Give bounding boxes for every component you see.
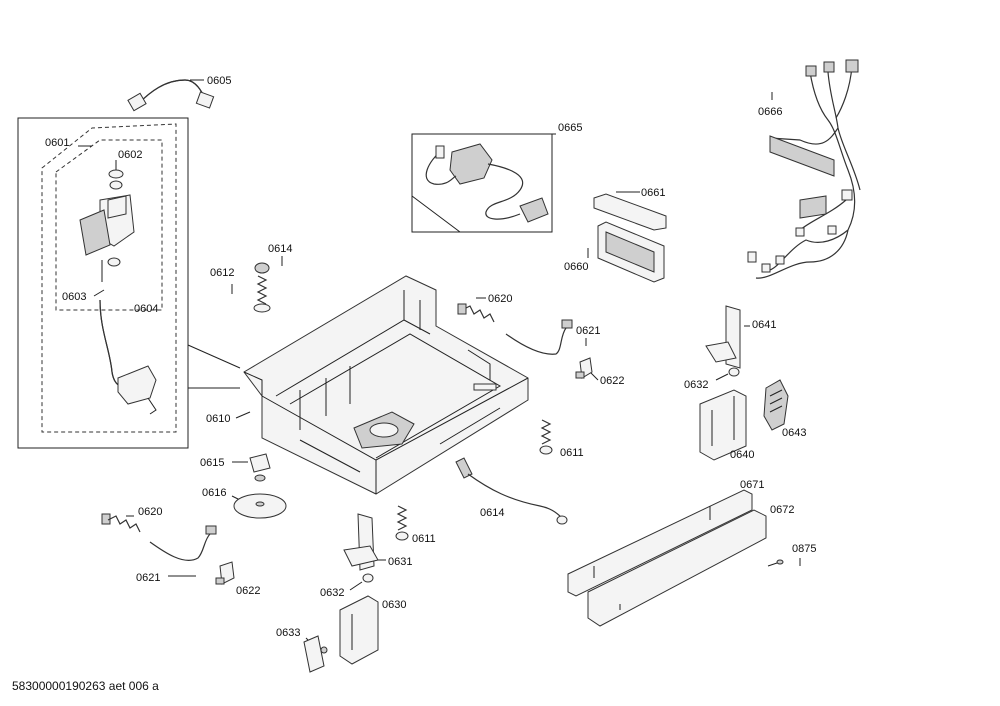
label-0605: 0605 [207,75,231,87]
label-0633: 0633 [276,627,300,639]
bracket-0631 [343,513,379,571]
valve-group-box-0601 [17,117,241,449]
bracket-0641 [705,305,741,369]
spring-0611a [539,419,553,455]
label-0621a: 0621 [576,325,600,337]
spring-0612 [253,262,271,313]
bracket-0630 [339,595,379,665]
label-0622b: 0622 [236,585,260,597]
hose-0605 [127,79,215,112]
clip-0632a [728,367,740,377]
label-0632a: 0632 [684,379,708,391]
hose-0604 [99,299,157,415]
wiring-harness-0666 [747,59,861,279]
spring-0620b [101,513,141,533]
part-0615 [249,453,271,482]
label-0603: 0603 [62,291,86,303]
label-0665: 0665 [558,122,582,134]
sensor-0621a [505,319,573,355]
label-0612: 0612 [210,267,234,279]
kickplate-0672 [587,509,767,627]
screw-0875 [767,559,784,567]
clip-0622b [215,561,235,585]
label-0671: 0671 [740,479,764,491]
label-0602: 0602 [118,149,142,161]
label-0611b: 0611 [412,533,436,545]
label-0620b: 0620 [138,506,162,518]
label-0672: 0672 [770,504,794,516]
part-0661 [593,191,667,231]
label-0666: 0666 [758,106,782,118]
base-0610 [243,275,529,495]
label-0601: 0601 [45,137,69,149]
label-0614a: 0614 [268,243,292,255]
clip-0632b [362,573,374,583]
label-0643: 0643 [782,427,806,439]
spring-0620a [457,303,495,323]
label-0661: 0661 [641,187,665,199]
label-0640: 0640 [730,449,754,461]
valve-0602 [79,169,135,282]
label-0616: 0616 [202,487,226,499]
label-0620a: 0620 [488,293,512,305]
label-0630: 0630 [382,599,406,611]
part-0633 [303,635,328,673]
spring-0611b [395,505,409,541]
label-0641: 0641 [752,319,776,331]
label-0622a: 0622 [600,375,624,387]
label-0632b: 0632 [320,587,344,599]
pump-group-0665 [411,133,556,233]
label-0611a: 0611 [560,447,584,459]
clip-0622a [575,357,593,379]
grille-0643 [763,379,789,431]
sensor-0614b [455,457,568,525]
label-0875: 0875 [792,543,816,555]
disc-0616 [233,493,287,519]
label-0610: 0610 [206,413,230,425]
sensor-0621b [149,525,217,561]
label-0615: 0615 [200,457,224,469]
label-0631: 0631 [388,556,412,568]
label-0604: 0604 [134,303,158,315]
label-0660: 0660 [564,261,588,273]
label-0621b: 0621 [136,572,160,584]
bracket-0640 [699,389,747,461]
part-0660 [597,221,665,283]
kickplate-0671 [567,489,753,597]
label-0614b: 0614 [480,507,504,519]
diagram-reference-code: 58300000190263 aet 006 a [12,679,159,693]
